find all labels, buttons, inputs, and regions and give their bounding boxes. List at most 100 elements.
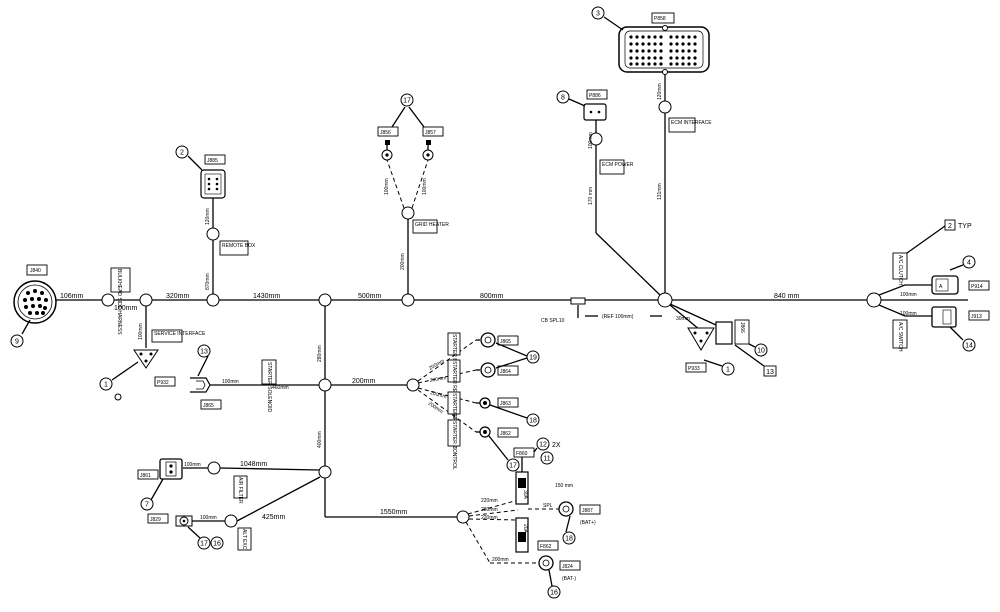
label-f862: F862 bbox=[540, 544, 552, 550]
callout-14-right: 13 bbox=[734, 344, 777, 377]
svg-text:AIR FILTER: AIR FILTER bbox=[237, 477, 243, 504]
dim-840: 840 mm bbox=[774, 293, 799, 300]
callout-4: 4 bbox=[949, 255, 976, 271]
label-j866: J866 bbox=[739, 322, 745, 333]
connector-j840[interactable]: J840 bbox=[13, 264, 57, 324]
svg-text:18: 18 bbox=[565, 536, 573, 543]
svg-text:GRID HEATER: GRID HEATER bbox=[415, 222, 449, 228]
callout-18-upper: 18 bbox=[489, 404, 540, 427]
svg-text:280mm: 280mm bbox=[317, 345, 323, 362]
svg-text:2X: 2X bbox=[552, 442, 561, 449]
svg-text:SERVICE INTERFACE: SERVICE INTERFACE bbox=[154, 331, 206, 337]
svg-text:SPL: SPL bbox=[543, 503, 553, 509]
dim-1430: 1430mm bbox=[253, 293, 280, 300]
callout-17-top: 17 bbox=[400, 93, 414, 107]
callout-3: 3 bbox=[591, 6, 624, 31]
svg-text:170 mm: 170 mm bbox=[588, 187, 594, 205]
label-j857: J857 bbox=[425, 130, 436, 136]
svg-text:13: 13 bbox=[200, 349, 208, 356]
connector-p858[interactable]: P858 bbox=[618, 12, 710, 75]
label-p914: P914 bbox=[971, 284, 983, 290]
label-j887: J887 bbox=[582, 508, 593, 514]
svg-text:400mm: 400mm bbox=[317, 431, 323, 448]
svg-text:11: 11 bbox=[543, 456, 550, 463]
service-interface-branch: 100mm SERVICE INTERFACE P932 bbox=[133, 306, 206, 387]
callout-7: 7 bbox=[140, 478, 164, 511]
splice-node bbox=[101, 293, 115, 307]
svg-text:100mm: 100mm bbox=[422, 178, 428, 195]
dim-106: 106mm bbox=[60, 293, 84, 300]
label-j862: J862 bbox=[500, 431, 511, 437]
svg-text:100mm: 100mm bbox=[588, 132, 594, 149]
svg-text:16: 16 bbox=[550, 590, 558, 597]
callout-12-11: 12 2X 11 bbox=[533, 437, 561, 465]
svg-text:STARTER SOLENOID: STARTER SOLENOID bbox=[266, 362, 272, 412]
svg-text:STARTER BUS: STARTER BUS bbox=[451, 334, 457, 369]
svg-text:10: 10 bbox=[757, 348, 765, 355]
svg-text:200mm: 200mm bbox=[429, 375, 446, 384]
callout-19: 19 bbox=[495, 342, 540, 369]
svg-text:870mm: 870mm bbox=[205, 273, 211, 290]
svg-text:100mm: 100mm bbox=[900, 292, 917, 298]
svg-text:17: 17 bbox=[200, 541, 208, 548]
svg-text:8: 8 bbox=[561, 95, 565, 102]
svg-text:200mm: 200mm bbox=[492, 557, 509, 563]
svg-text:200mm: 200mm bbox=[429, 390, 447, 400]
battery-branch: 220mm 280mm 220mm 200mm 30A F860 20A F86… bbox=[456, 447, 601, 582]
svg-text:131mm: 131mm bbox=[657, 183, 663, 200]
svg-text:(REF 100mm): (REF 100mm) bbox=[602, 314, 634, 320]
svg-text:2: 2 bbox=[180, 150, 184, 157]
ecm-junction: 170 mm 100mm ECM POWER P886 131mm 120mm … bbox=[583, 72, 712, 308]
label-j840: J840 bbox=[30, 268, 41, 274]
svg-text:200mm: 200mm bbox=[400, 253, 406, 270]
svg-text:100mm: 100mm bbox=[200, 515, 217, 521]
svg-text:100mm: 100mm bbox=[138, 323, 144, 340]
alt-exc-branch: 100mm 425mm ALT EXC J829 bbox=[147, 476, 321, 551]
label-p933: P933 bbox=[688, 366, 700, 372]
label-j885: J885 bbox=[207, 158, 218, 164]
dim-500: 500mm bbox=[358, 293, 382, 300]
svg-text:2: 2 bbox=[948, 223, 952, 230]
svg-text:17: 17 bbox=[509, 463, 517, 470]
callout-14-left: 13 bbox=[197, 344, 211, 377]
svg-text:16: 16 bbox=[213, 541, 221, 548]
svg-text:A/C CLUTCH: A/C CLUTCH bbox=[897, 255, 903, 285]
svg-text:12: 12 bbox=[539, 442, 547, 449]
svg-text:STARTER CONTROL: STARTER CONTROL bbox=[451, 421, 457, 470]
svg-text:18: 18 bbox=[529, 418, 537, 425]
label-p886: P886 bbox=[589, 93, 601, 99]
svg-text:425mm: 425mm bbox=[262, 514, 286, 521]
label-j863: J863 bbox=[500, 401, 511, 407]
callout-2: 2 bbox=[175, 145, 203, 171]
dim-320: 320mm bbox=[166, 293, 190, 300]
svg-text:BULKHEAD SIDE HARNESS: BULKHEAD SIDE HARNESS bbox=[116, 269, 122, 335]
label-p858: P858 bbox=[654, 16, 666, 22]
svg-text:100mm: 100mm bbox=[384, 178, 390, 195]
svg-text:19: 19 bbox=[529, 355, 537, 362]
svg-text:280mm: 280mm bbox=[481, 507, 498, 513]
callout-1-left: 1 bbox=[99, 361, 139, 401]
svg-text:120mm: 120mm bbox=[657, 83, 663, 100]
air-filter-branch: 100mm 1048mm AIR FILTER J861 bbox=[137, 458, 320, 504]
svg-text:3: 3 bbox=[596, 11, 600, 18]
svg-text:460mm: 460mm bbox=[272, 385, 289, 391]
label-j856: J856 bbox=[380, 130, 391, 136]
svg-text:100mm: 100mm bbox=[222, 379, 239, 385]
svg-text:(BAT+): (BAT+) bbox=[580, 520, 596, 526]
callout-16: 16 bbox=[547, 569, 561, 599]
callout-8: 9 bbox=[10, 319, 31, 348]
svg-text:ECM POWER: ECM POWER bbox=[602, 162, 634, 168]
callout-18-lower: 18 bbox=[562, 515, 576, 545]
label-j824: J824 bbox=[562, 564, 573, 570]
starter-fanout: 200mm 200mm 200mm 200mm 200mm STARTER BU… bbox=[331, 332, 519, 470]
svg-text:120mm: 120mm bbox=[205, 208, 211, 225]
label-f860: F860 bbox=[516, 451, 528, 457]
svg-text:100mm: 100mm bbox=[900, 311, 917, 317]
callout-9: 10 bbox=[748, 343, 768, 357]
callout-13: 14 bbox=[949, 326, 976, 352]
svg-text:1550mm: 1550mm bbox=[380, 509, 407, 516]
svg-text:(BAT-): (BAT-) bbox=[562, 576, 576, 582]
label-j865: J865 bbox=[203, 403, 214, 409]
svg-text:100mm: 100mm bbox=[184, 462, 201, 468]
